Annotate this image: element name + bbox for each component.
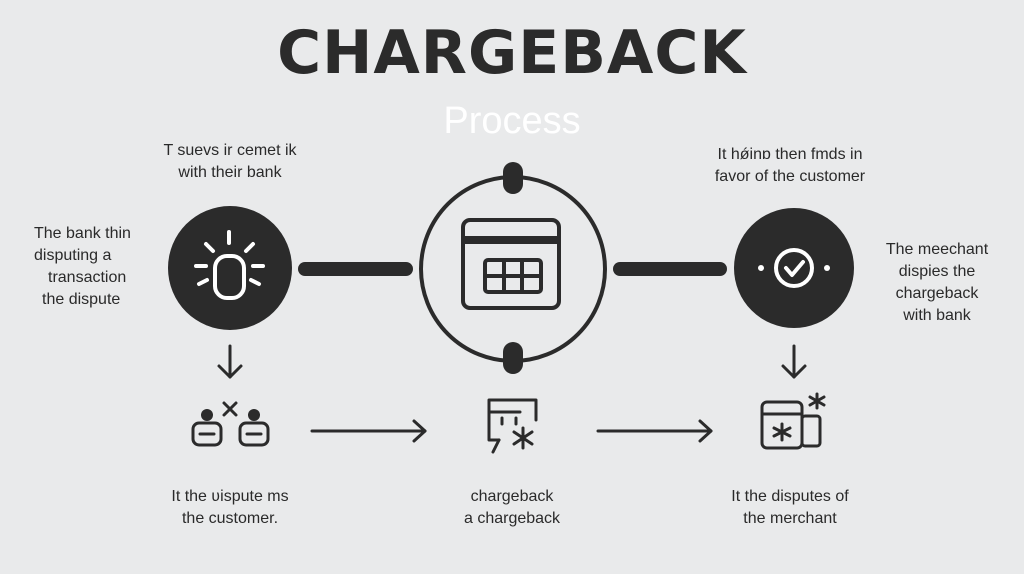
label-line: the customer.	[181, 510, 279, 527]
down-arrow-right-icon	[781, 344, 807, 379]
right-arrow-2-icon	[596, 419, 713, 443]
label-line: the merchant	[743, 510, 837, 527]
document-asterisk-icon	[487, 398, 538, 454]
label-line: with their bank	[178, 164, 282, 181]
label-line: T suevs ir cemet ik	[163, 142, 297, 159]
right-arrow-1-icon	[310, 419, 427, 443]
label-line: chargeback	[895, 285, 979, 302]
wallet-asterisk-icon	[760, 392, 826, 450]
label-top-right: It hǿinɒ then fmds in favor of the custo…	[680, 144, 900, 188]
checkmark-icon	[734, 208, 854, 328]
label-line: disputing a	[34, 247, 112, 264]
down-arrow-left-icon	[217, 344, 243, 379]
label-line: favor of the customer	[714, 168, 866, 185]
label-line: the dispute	[42, 291, 121, 308]
label-line: The bank thin	[34, 225, 131, 242]
diagram-subtitle: Process	[443, 100, 581, 142]
label-line: with bank	[903, 307, 971, 324]
label-line: transaction	[48, 269, 127, 286]
label-line: dispies the	[898, 263, 976, 280]
label-top-left: T suevs ir cemet ik with their bank	[130, 140, 330, 184]
label-left: The bank thin disputing a transaction th…	[34, 223, 174, 311]
diagram-title: CHARGEBACK	[277, 18, 747, 88]
label-line: The meechant	[885, 241, 989, 258]
label-line: It hǿinɒ then fmds in	[717, 146, 863, 163]
label-bottom-left: It the ʋispute ms the customer.	[130, 486, 330, 530]
light-bulb-icon	[168, 206, 292, 330]
calendar-icon	[419, 162, 607, 374]
label-bottom-right: It the disputes of the merchant	[690, 486, 890, 530]
label-bottom-center: chargeback a chargeback	[412, 486, 612, 530]
label-line: chargeback	[470, 488, 554, 505]
people-dispute-icon	[191, 401, 270, 447]
label-line: It the disputes of	[731, 488, 849, 505]
label-line: a chargeback	[463, 510, 561, 527]
label-right: The meechant dispies the chargeback with…	[862, 239, 1012, 327]
label-line: It the ʋispute ms	[171, 488, 289, 505]
